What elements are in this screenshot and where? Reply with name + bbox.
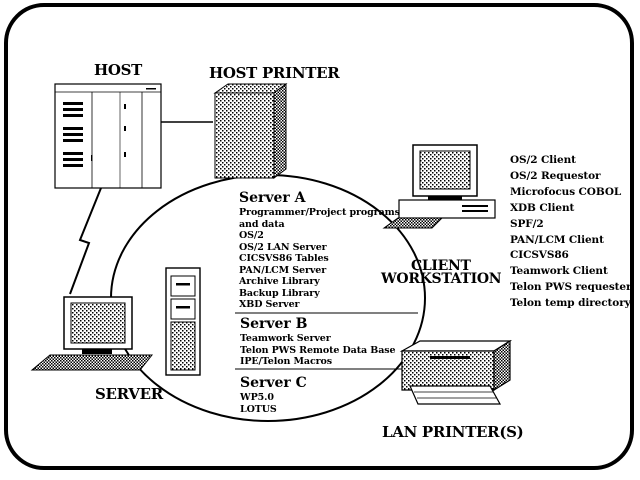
list-item: OS/2	[239, 230, 264, 241]
list-item: PAN/LCM Server	[239, 264, 327, 276]
list-item: Teamwork Client	[510, 265, 608, 278]
server-c-list: WP5.0 LOTUS	[240, 392, 277, 415]
lan-printer-icon	[399, 339, 513, 405]
list-item: Telon PWS Remote Data Base	[240, 344, 396, 356]
server-a-title: Server A	[239, 190, 306, 206]
server-a-list: Programmer/Project programs and data OS/…	[239, 207, 400, 311]
list-item: Programmer/Project programs	[239, 207, 400, 218]
server-label: SERVER	[95, 385, 163, 403]
list-item: SPF/2	[510, 217, 544, 230]
lan-printers-label: LAN PRINTER(S)	[382, 423, 524, 441]
client-workstation-icon	[382, 144, 496, 229]
list-item: LOTUS	[240, 403, 277, 415]
list-item: CICSVS86	[510, 249, 569, 262]
list-item: Teamwork Server	[240, 333, 331, 344]
client-workstation-label-line2: WORKSTATION	[381, 271, 502, 287]
list-item: CICSVS86 Tables	[239, 253, 329, 264]
server-b-list: Teamwork Server Telon PWS Remote Data Ba…	[240, 333, 396, 368]
list-item: Telon temp directory	[510, 297, 631, 310]
list-item: and data	[239, 218, 285, 230]
list-item: XDB Client	[510, 201, 575, 214]
host-label: HOST	[94, 61, 143, 79]
list-item: WP5.0	[240, 392, 274, 403]
server-b-title: Server B	[240, 316, 308, 332]
list-item: Microfocus COBOL	[510, 185, 622, 198]
server-icon	[30, 267, 201, 376]
outer-frame	[4, 3, 634, 470]
client-workstation-label-line1: CLIENT	[411, 258, 471, 274]
list-item: IPE/Telon Macros	[240, 356, 333, 367]
list-item: Backup Library	[239, 287, 320, 299]
server-c-title: Server C	[240, 375, 307, 391]
list-item: PAN/LCM Client	[510, 233, 604, 246]
list-item: XBD Server	[239, 299, 300, 310]
list-item: OS/2 Requestor	[510, 169, 601, 182]
list-item: OS/2 LAN Server	[239, 241, 327, 253]
host-server-link	[69, 187, 102, 295]
host-printer-label: HOST PRINTER	[209, 64, 340, 82]
host-mainframe-icon	[54, 83, 162, 189]
list-item: Archive Library	[239, 276, 320, 287]
list-item: Telon PWS requester	[510, 281, 632, 294]
host-printer-icon	[213, 83, 288, 179]
client-software-list: OS/2 Client OS/2 Requestor Microfocus CO…	[510, 153, 632, 312]
list-item: OS/2 Client	[510, 154, 576, 166]
